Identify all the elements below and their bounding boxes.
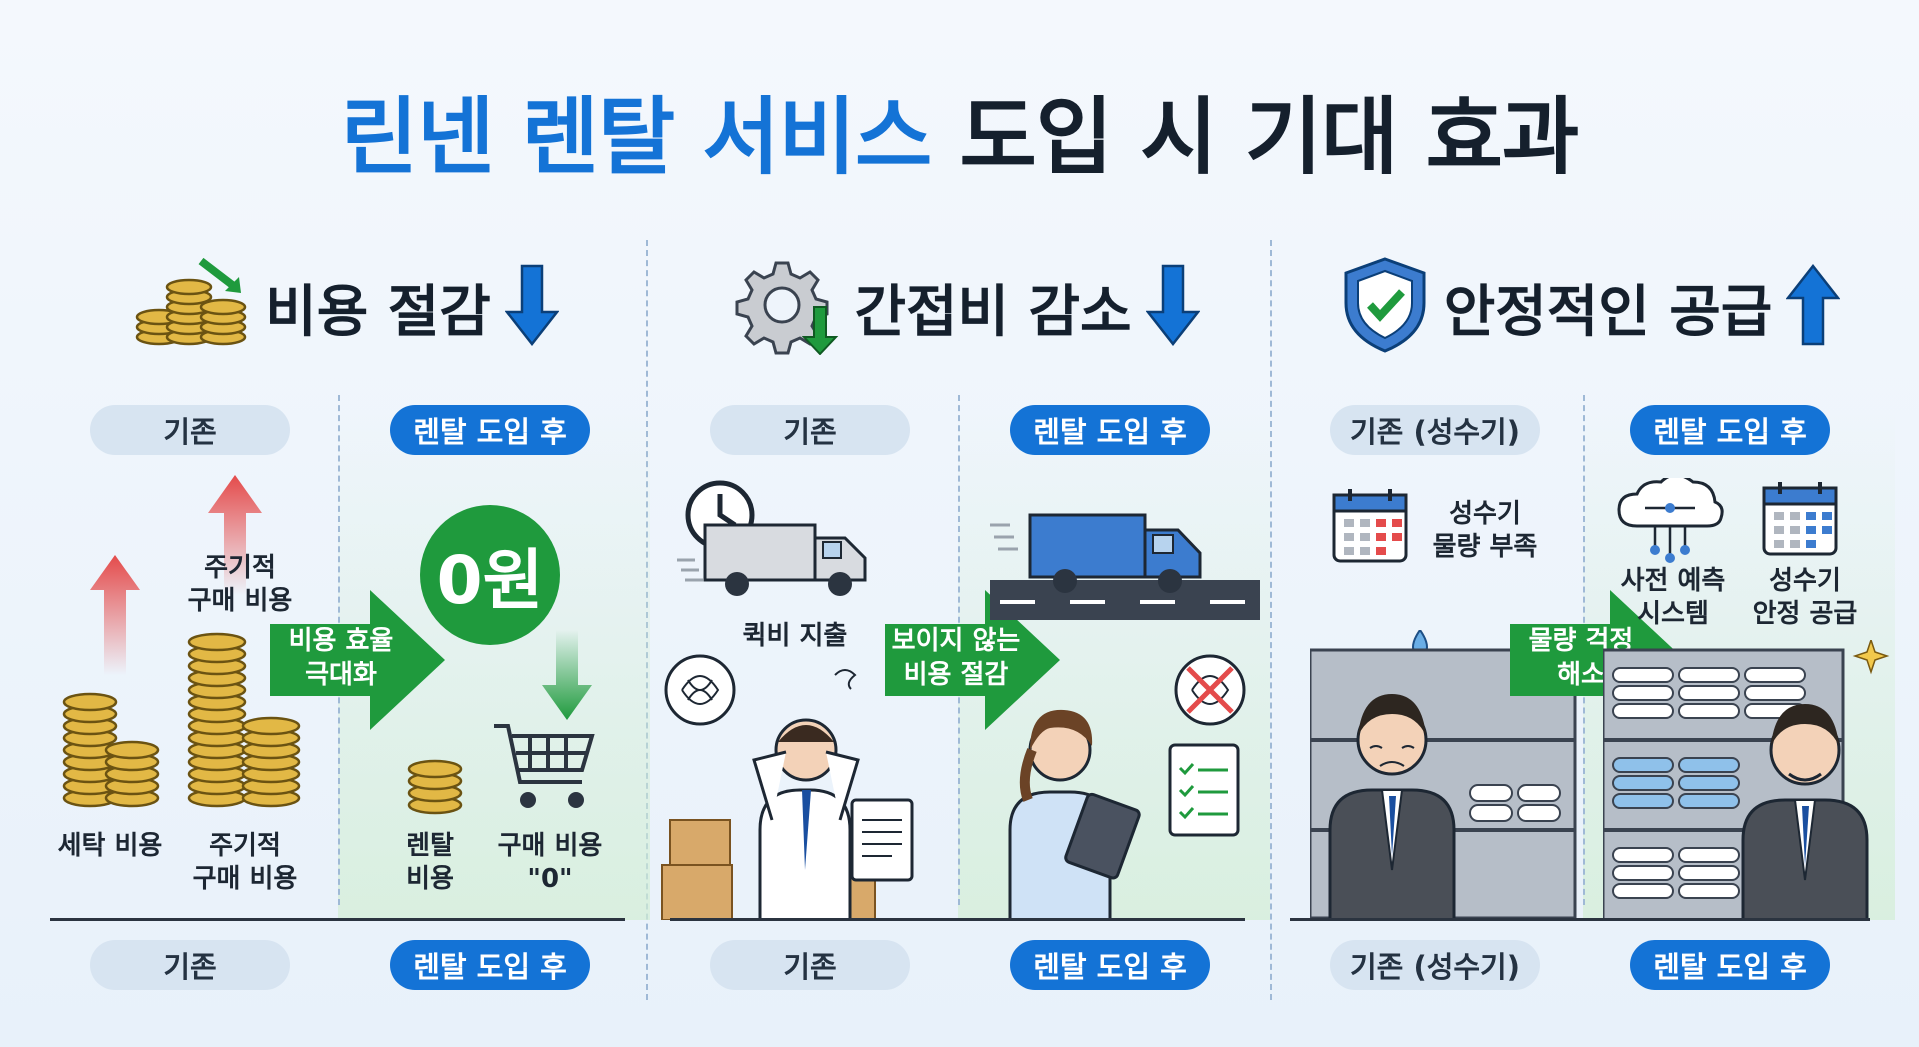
label-line: 주기적 bbox=[204, 553, 276, 583]
label-laundry-cost: 세탁 비용 bbox=[57, 831, 163, 861]
label-forecast-system: 사전 예측 시스템 bbox=[1603, 565, 1743, 631]
arrow-up-icon bbox=[1785, 263, 1841, 350]
coin-stack-icon bbox=[407, 759, 463, 815]
coin-stack-icon bbox=[62, 692, 160, 808]
stressed-worker-illustration bbox=[661, 654, 914, 920]
label-line: 주기적 bbox=[209, 831, 281, 861]
panel-heading-text: 비용 절감 bbox=[265, 279, 491, 345]
shield-check-icon bbox=[1340, 255, 1430, 359]
transition-line: 극대화 bbox=[305, 660, 377, 690]
label-line: 안정 공급 bbox=[1752, 599, 1858, 629]
stockroom-full-illustration bbox=[1603, 640, 1890, 920]
panel-heading: 간접비 감소 bbox=[660, 252, 1270, 362]
gear-icon bbox=[730, 255, 840, 359]
panel-cost-reduction: 비용 절감 기존 렌탈 도입 후 주기적 구매 비용 bbox=[40, 240, 650, 1040]
after-label: 렌탈 도입 후 bbox=[390, 940, 590, 990]
label-line: 시스템 bbox=[1637, 599, 1709, 629]
transition-text: 물량 걱정 해소 bbox=[1516, 624, 1646, 692]
after-label: 렌탈 도입 후 bbox=[390, 405, 590, 455]
label-line: 사전 예측 bbox=[1620, 566, 1726, 596]
calendar-icon bbox=[1332, 489, 1408, 563]
before-label: 기존 bbox=[710, 405, 910, 455]
panel-heading-text: 간접비 감소 bbox=[854, 279, 1132, 345]
before-label: 기존 bbox=[90, 940, 290, 990]
baseline bbox=[50, 918, 625, 921]
label-rental-cost: 렌탈 비용 bbox=[380, 830, 480, 896]
coin-stack-icon bbox=[187, 632, 301, 808]
cloud-network-icon bbox=[1617, 478, 1724, 563]
label-stable-supply: 성수기 안정 공급 bbox=[1735, 565, 1875, 631]
transition-line: 보이지 않는 bbox=[891, 626, 1021, 656]
label-line: 구매 비용 bbox=[187, 586, 293, 616]
transition-line: 해소 bbox=[1557, 660, 1605, 690]
label-line: 성수기 bbox=[1449, 499, 1521, 529]
panel-stable-supply: 안정적인 공급 기존 (성수기) 렌탈 도입 후 성수기 물량 부족 bbox=[1285, 240, 1895, 1040]
delivery-truck-icon bbox=[990, 513, 1260, 620]
panel-indirect-cost: 간접비 감소 기존 렌탈 도입 후 퀵비 지출 bbox=[660, 240, 1270, 1040]
after-label: 렌탈 도입 후 bbox=[1630, 405, 1830, 455]
after-label: 렌탈 도입 후 bbox=[1010, 940, 1210, 990]
title-accent: 린넨 렌탈 서비스 bbox=[340, 88, 932, 186]
transition-text: 보이지 않는 비용 절감 bbox=[891, 624, 1021, 692]
arrow-down-icon bbox=[542, 630, 592, 720]
label-line: 비용 bbox=[406, 864, 454, 894]
calm-worker-illustration bbox=[1008, 654, 1246, 920]
panel-divider bbox=[1270, 240, 1272, 1000]
after-label: 렌탈 도입 후 bbox=[1630, 940, 1830, 990]
arrow-up-icon bbox=[90, 555, 140, 675]
arrow-down-icon bbox=[504, 264, 560, 350]
transition-line: 비용 효율 bbox=[288, 626, 394, 656]
before-label: 기존 bbox=[710, 940, 910, 990]
title-rest: 도입 시 기대 효과 bbox=[959, 88, 1580, 186]
arrow-down-icon bbox=[1144, 264, 1201, 350]
calendar-icon bbox=[1762, 482, 1838, 556]
before-label: 기존 (성수기) bbox=[1330, 405, 1540, 455]
baseline bbox=[1290, 918, 1870, 921]
transition-line: 비용 절감 bbox=[903, 660, 1009, 690]
delivery-truck-icon bbox=[677, 480, 867, 596]
transition-arrow: 비용 효율 극대화 bbox=[270, 590, 445, 730]
page-title: 린넨 렌탈 서비스 도입 시 기대 효과 bbox=[0, 70, 1919, 191]
label-periodic-purchase: 주기적 구매 비용 bbox=[180, 830, 310, 896]
label-line: 렌탈 bbox=[406, 831, 454, 861]
label-line: 구매 비용 bbox=[192, 864, 298, 894]
baseline bbox=[670, 918, 1245, 921]
before-label: 기존 (성수기) bbox=[1330, 940, 1540, 990]
label-delivery-expense: 퀵비 지출 bbox=[742, 621, 848, 651]
label-purchase-zero: 구매 비용 "0" bbox=[485, 830, 615, 896]
transition-arrow: 보이지 않는 비용 절감 bbox=[885, 590, 1060, 730]
panel-heading-text: 안정적인 공급 bbox=[1443, 279, 1773, 345]
panel-heading: 안정적인 공급 bbox=[1285, 252, 1895, 362]
label-line: 구매 비용 bbox=[497, 831, 603, 861]
label-line: "0" bbox=[527, 864, 573, 894]
label-line: 성수기 bbox=[1769, 566, 1841, 596]
stockroom-shortage-illustration bbox=[1310, 630, 1577, 920]
label-periodic-purchase: 주기적 구매 비용 bbox=[175, 552, 305, 618]
before-label: 기존 bbox=[90, 405, 290, 455]
transition-text: 비용 효율 극대화 bbox=[276, 624, 406, 692]
panel-heading: 비용 절감 bbox=[40, 252, 650, 362]
shopping-cart-icon bbox=[494, 724, 595, 808]
zero-won-badge: 0원 bbox=[420, 505, 560, 645]
label-peak-shortage: 성수기 물량 부족 bbox=[1415, 498, 1555, 564]
after-label: 렌탈 도입 후 bbox=[1010, 405, 1210, 455]
label-line: 물량 부족 bbox=[1432, 532, 1538, 562]
arrow-up-icon bbox=[208, 475, 262, 595]
coins-icon bbox=[131, 255, 251, 359]
